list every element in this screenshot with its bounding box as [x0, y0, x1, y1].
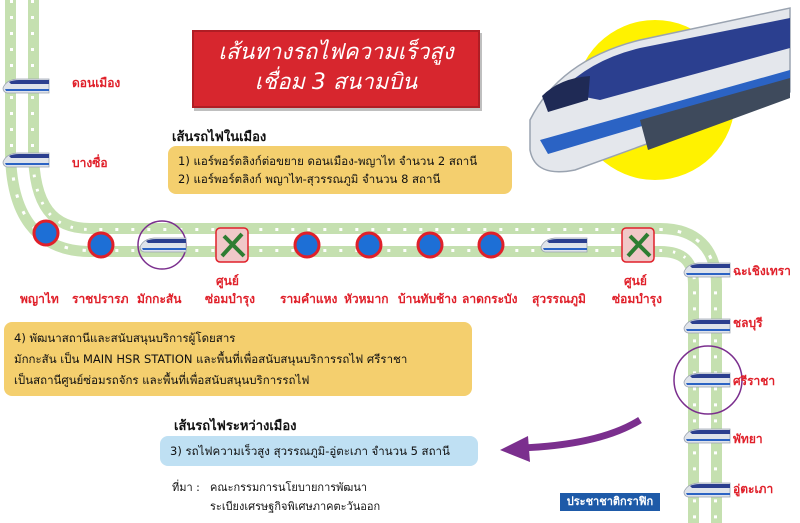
station-label-latkrabang: ลาดกระบัง — [462, 292, 518, 306]
city-item-1: 1) แอร์พอร์ตลิงก์ต่อขยาย ดอนเมือง-พญาไท … — [178, 154, 478, 168]
station-label-utapao: อู่ตะเภา — [733, 482, 774, 496]
station-label-suvarnabhumi: สุวรรณภูมิ — [532, 292, 586, 306]
station-label-phayathai: พญาไท — [20, 292, 59, 306]
station-label-pattaya: พัทยา — [733, 432, 763, 446]
sriracha-highlight-ring — [673, 345, 743, 415]
development-line-2: มักกะสัน เป็น MAIN HSR STATION และพื้นที… — [14, 352, 408, 366]
station-label-depot1-line1: ศูนย์ — [216, 274, 239, 288]
station-label-ratchaprarop: ราชปรารภ — [72, 292, 129, 306]
train-icon-pattaya — [683, 428, 731, 444]
development-line-1: 4) พัฒนาสถานีและสนับสนุนบริการผู้โดยสาร — [14, 331, 236, 345]
train-icon-donmueang — [2, 78, 50, 94]
title-banner: เส้นทางรถไฟความเร็วสูง เชื่อม 3 สนามบิน — [192, 30, 480, 108]
station-label-ramkhamhaeng: รามคำแหง — [280, 292, 338, 306]
station-label-bangsue: บางซื่อ — [72, 156, 108, 170]
intercity-section-box: 3) รถไฟความเร็วสูง สุวรรณภูมิ-อู่ตะเภา จ… — [160, 436, 478, 466]
train-icon-makkasan — [139, 237, 187, 253]
station-label-donmueang: ดอนเมือง — [72, 76, 121, 90]
train-icon-chonburi — [683, 318, 731, 334]
development-box: 4) พัฒนาสถานีและสนับสนุนบริการผู้โดยสาร … — [4, 322, 472, 396]
direction-arrow — [500, 417, 642, 462]
station-label-depot2-line1: ศูนย์ — [624, 274, 647, 288]
train-icon-chachoengsao — [683, 262, 731, 278]
train-icon-suvarnabhumi — [540, 237, 588, 253]
intercity-section-heading: เส้นรถไฟระหว่างเมือง — [174, 419, 297, 434]
station-label-sriracha: ศรีราชา — [733, 374, 776, 388]
city-item-2: 2) แอร์พอร์ตลิงก์ พญาไท-สุวรรณภูมิ จำนวน… — [178, 172, 441, 186]
city-section-box: 1) แอร์พอร์ตลิงก์ต่อขยาย ดอนเมือง-พญาไท … — [168, 146, 512, 194]
station-label-depot1-line2: ซ่อมบำรุง — [205, 292, 255, 306]
title-line1: เส้นทางรถไฟความเร็วสูง — [218, 40, 454, 65]
train-icon-sriracha — [683, 372, 731, 388]
title-line2: เชื่อม 3 สนามบิน — [254, 70, 418, 95]
station-label-huamak: หัวหมาก — [344, 292, 389, 306]
source-line1: คณะกรรมการนโยบายการพัฒนา — [210, 481, 368, 494]
station-label-banthapchang: บ้านทับช้าง — [398, 292, 457, 306]
station-label-chonburi: ชลบุรี — [733, 316, 763, 330]
publisher-logo: ประชาชาติกราฟิก — [560, 493, 660, 511]
intercity-item: 3) รถไฟความเร็วสูง สุวรรณภูมิ-อู่ตะเภา จ… — [170, 444, 450, 458]
station-label-makkasan: มักกะสัน — [137, 292, 182, 306]
source-label: ที่มา : — [172, 481, 200, 494]
station-markers-city — [32, 219, 655, 270]
development-line-3: เป็นสถานีศูนย์ซ่อมรถจักร และพื้นที่เพื่อ… — [14, 373, 310, 387]
train-icon-utapao — [683, 482, 731, 498]
train-icon-bangsue — [2, 152, 50, 168]
source-line2: ระเบียงเศรษฐกิจพิเศษภาคตะวันออก — [210, 500, 381, 513]
station-label-depot2-line2: ซ่อมบำรุง — [612, 292, 662, 306]
station-label-chachoengsao: ฉะเชิงเทรา — [733, 264, 791, 278]
city-section-heading: เส้นรถไฟในเมือง — [172, 130, 267, 145]
high-speed-train-illustration — [529, 7, 791, 173]
